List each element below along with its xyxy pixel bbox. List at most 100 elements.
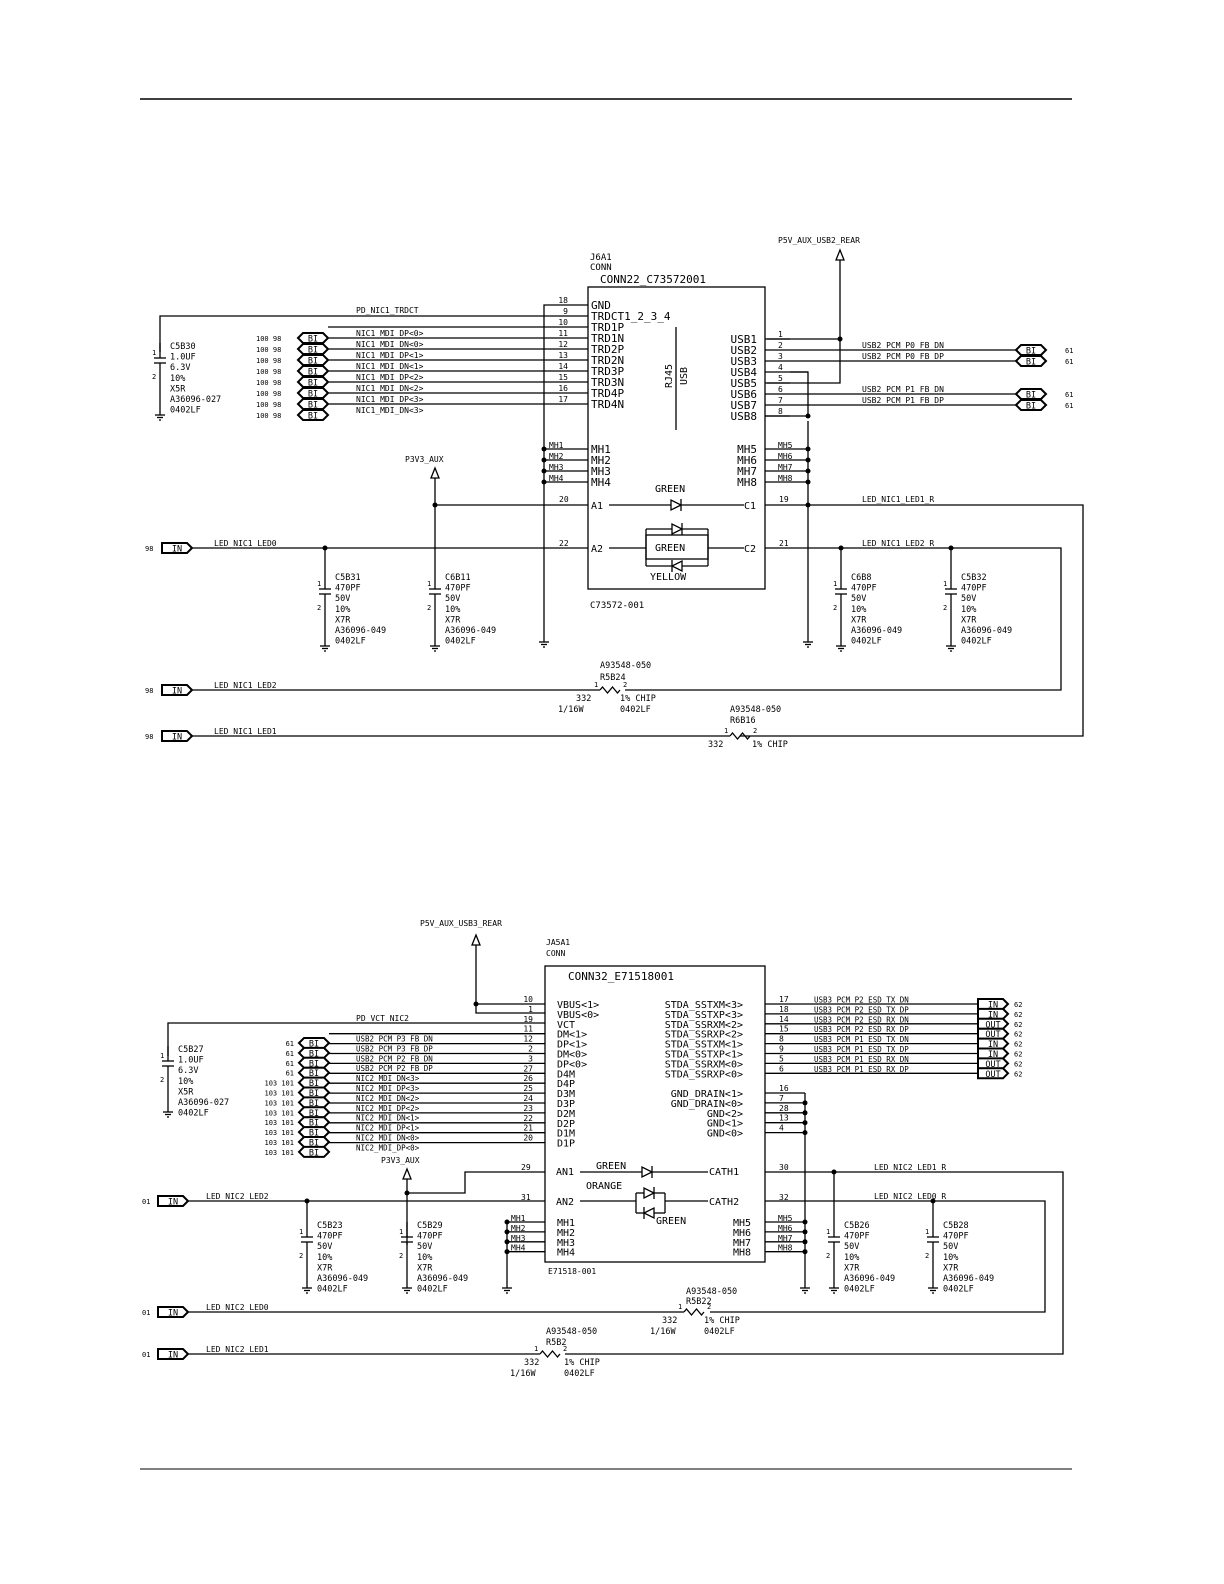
net-led2-r: LED_NIC1_LED2_R (862, 539, 934, 548)
ground-icon (320, 645, 330, 652)
pin-trd1n: TRD1N (591, 332, 624, 345)
cap-label: 10% (961, 605, 976, 615)
cap-label: 0402LF (317, 1285, 348, 1295)
cap-label: X5R (170, 384, 186, 394)
pin-num: 8 (778, 407, 783, 416)
pin-cath1-num: 30 (779, 1163, 789, 1172)
cap-label: 0402LF (335, 637, 366, 647)
cap-label: C5B28 (943, 1221, 969, 1231)
pin-usb3: USB3 (731, 355, 758, 368)
mh-net: MH4 (511, 1244, 526, 1253)
cap-pin1: 1 (826, 1228, 830, 1236)
pin-d4m: D4M (557, 1069, 575, 1080)
pin-usb6: USB6 (731, 388, 758, 401)
net-usb3: USB3_PCM_P2_ESD_TX_DP (814, 1005, 909, 1014)
res-val: 332 (576, 694, 591, 704)
ground-icon (302, 1287, 312, 1294)
pin-num: 2 (778, 341, 783, 350)
ja5a1-type: CONN (546, 949, 565, 958)
pin-d2p: D2P (557, 1119, 575, 1130)
pin-mh3: MH3 (591, 465, 611, 478)
pin-num: 26 (523, 1074, 533, 1083)
power-arrow-icon (430, 466, 440, 479)
net-usb2: USB2_PCM_P0_FB_DP (862, 352, 944, 361)
cap-label: A36096-049 (961, 626, 1012, 636)
pin-num: 11 (523, 1025, 533, 1034)
port-label: IN (172, 733, 182, 743)
net-left: NIC2_MDI_DP<2> (356, 1104, 420, 1113)
res-ref: R5B2 (546, 1338, 566, 1348)
pin-a2: A2 (591, 544, 603, 555)
pin-gnd_drain0: GND_DRAIN<0> (671, 1099, 743, 1110)
port-label: BI (309, 1148, 319, 1158)
power-label: P5V_AUX_USB2_REAR (778, 236, 860, 245)
port-label: IN (168, 1198, 178, 1208)
cap-label: A36096-049 (943, 1274, 994, 1284)
pin-a2-num: 22 (559, 539, 569, 548)
pin-an2: AN2 (556, 1197, 574, 1208)
res-tol: 1% CHIP (620, 694, 656, 704)
pin-num: 1 (778, 330, 783, 339)
net-led: LED_NIC1_LED0 (214, 539, 277, 548)
res-pin2: 2 (623, 681, 627, 689)
pin-trd4p: TRD4P (591, 387, 624, 400)
pin-gnd1: GND<1> (707, 1119, 743, 1130)
pin-d3m: D3M (557, 1089, 575, 1100)
cap-label: 0402LF (961, 637, 992, 647)
power-usb3-label: P5V_AUX_USB3_REAR (420, 919, 502, 928)
net-left: NIC2_MDI_DP<0> (356, 1143, 420, 1152)
pin-a1: A1 (591, 501, 603, 512)
port-ref: 61 (1065, 358, 1073, 366)
pin-stda_ssrxm2: STDA_SSRXM<2> (665, 1020, 743, 1031)
pin-num: 3 (778, 352, 783, 361)
j6a1-ref: J6A1 (590, 253, 612, 263)
res-val: 332 (524, 1358, 539, 1368)
cap-pin2: 2 (943, 604, 947, 612)
cap-label: 50V (961, 594, 976, 604)
res-val: 332 (662, 1316, 677, 1326)
bottom-schematic: JA5A1 CONN CONN32_E71518001 E71518-001 P… (142, 919, 1064, 1379)
pin-cath1: CATH1 (709, 1167, 739, 1178)
ground-icon (946, 645, 956, 652)
power-arrow-icon (471, 933, 481, 946)
pin-trd4n: TRD4N (591, 398, 624, 411)
bi-port: BI (1014, 399, 1048, 412)
mh-net: MH1 (549, 441, 564, 450)
bi-port: BI (296, 398, 330, 411)
cap-label: 0402LF (844, 1285, 875, 1295)
port-label: OUT (985, 1060, 1000, 1070)
pin-usb5: USB5 (731, 377, 758, 390)
cap-label: A36096-049 (317, 1274, 368, 1284)
pin-a1-num: 20 (559, 495, 569, 504)
diode-icon (642, 1206, 655, 1220)
cap-label: 50V (844, 1242, 859, 1252)
pin-num: 5 (779, 1054, 784, 1063)
port-ref: 62 (1014, 1021, 1022, 1029)
bi-port: BI (1014, 355, 1048, 368)
ground-icon (836, 645, 846, 652)
pin-c1: C1 (744, 501, 756, 512)
port-label: IN (168, 1351, 178, 1361)
pin-num: 6 (778, 385, 783, 394)
cap-label: A36096-027 (170, 395, 221, 405)
pin-dp0: DP<0> (557, 1059, 587, 1070)
cap-pin1: 1 (152, 349, 156, 357)
cap-pin2: 2 (299, 1252, 303, 1260)
net-usb3: USB3_PCM_P2_ESD_TX_DN (814, 996, 909, 1005)
mh-net: MH5 (778, 441, 793, 450)
cap-label: 1.0UF (178, 1056, 204, 1066)
ground-icon (430, 645, 440, 652)
port-label: BI (309, 1059, 319, 1069)
pin-mh7: MH7 (737, 465, 757, 478)
port-ref: 100 98 (256, 346, 281, 354)
port-ref: 62 (1014, 1060, 1022, 1068)
pin-num: 9 (779, 1045, 784, 1054)
pin-stda_sstxm3: STDA_SSTXM<3> (665, 1000, 743, 1011)
pin-num: 10 (523, 995, 533, 1004)
pin-num: 14 (558, 362, 568, 371)
cap-label: 10% (335, 605, 350, 615)
port-ref: 01 (142, 1309, 150, 1317)
port-ref: 103 101 (264, 1099, 294, 1107)
net-mdi: NIC1_MDI_DP<0> (356, 329, 424, 338)
